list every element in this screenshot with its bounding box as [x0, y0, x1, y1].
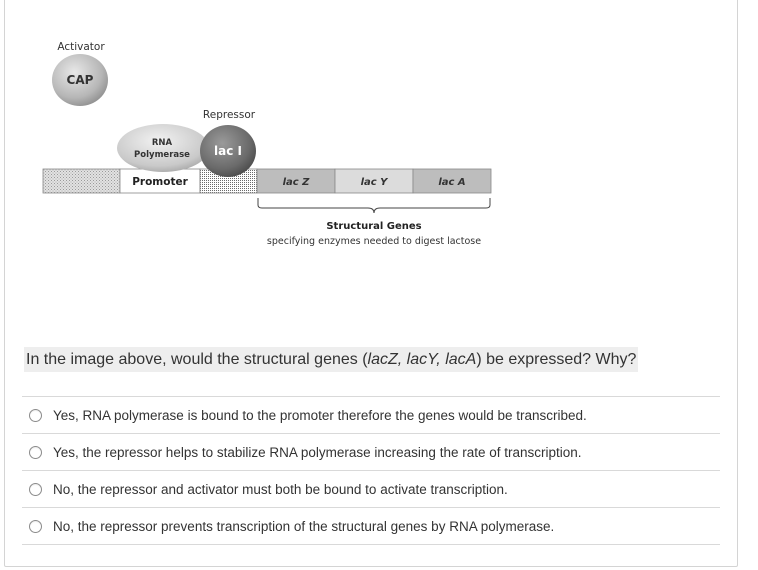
- radio-button[interactable]: [29, 519, 42, 533]
- question-suffix: ) be expressed? Why?: [476, 351, 637, 368]
- structural-genes-title: Structural Genes: [326, 221, 421, 232]
- answer-option[interactable]: No, the repressor and activator must bot…: [22, 470, 720, 507]
- radio-button[interactable]: [29, 482, 42, 496]
- laca-region: [412, 168, 492, 194]
- gene-label-lacy: lac Y: [361, 177, 390, 188]
- radio-button[interactable]: [29, 408, 42, 422]
- structural-genes-subtitle: specifying enzymes needed to digest lact…: [267, 236, 481, 247]
- rna-polymerase: [117, 124, 209, 172]
- question-genes: lacZ, lacY, lacA: [367, 351, 477, 368]
- question-text: In the image above, would the structural…: [24, 347, 639, 372]
- gene-label-lacz: lac Z: [283, 177, 311, 188]
- answer-option[interactable]: No, the repressor prevents transcription…: [22, 507, 720, 545]
- repressor-label: Repressor: [203, 109, 256, 121]
- cap-label: CAP: [67, 73, 94, 87]
- structural-genes-brace: [257, 198, 491, 214]
- question-prefix: In the image above, would the structural…: [26, 351, 368, 368]
- cap-protein: [52, 54, 108, 106]
- answer-option-label: Yes, RNA polymerase is bound to the prom…: [53, 407, 587, 423]
- answer-option-label: No, the repressor prevents transcription…: [53, 518, 555, 534]
- activator-label: Activator: [57, 41, 105, 53]
- question-card: [4, 0, 738, 567]
- radio-button[interactable]: [29, 445, 42, 459]
- answer-option-label: No, the repressor and activator must bot…: [53, 481, 508, 497]
- answer-option[interactable]: Yes, RNA polymerase is bound to the prom…: [22, 396, 720, 433]
- answer-options: Yes, RNA polymerase is bound to the prom…: [22, 396, 720, 545]
- promoter-region: [119, 168, 201, 194]
- laci-repressor: [200, 125, 256, 177]
- answer-option-label: Yes, the repressor helps to stabilize RN…: [53, 444, 582, 460]
- gene-label-laca: lac A: [438, 177, 465, 188]
- laci-label: lac I: [214, 144, 242, 158]
- rna-pol-label-line1: RNA: [152, 138, 173, 148]
- answer-option[interactable]: Yes, the repressor helps to stabilize RN…: [22, 433, 720, 470]
- lacy-region: [334, 168, 414, 194]
- dna-left-region: [42, 168, 121, 194]
- rna-pol-label-line2: Polymerase: [134, 150, 190, 160]
- lac-operon-diagram: Activator CAP Repressor RNA Polymerase l…: [42, 41, 492, 247]
- lacz-region: [256, 168, 336, 194]
- promoter-label: Promoter: [132, 176, 188, 188]
